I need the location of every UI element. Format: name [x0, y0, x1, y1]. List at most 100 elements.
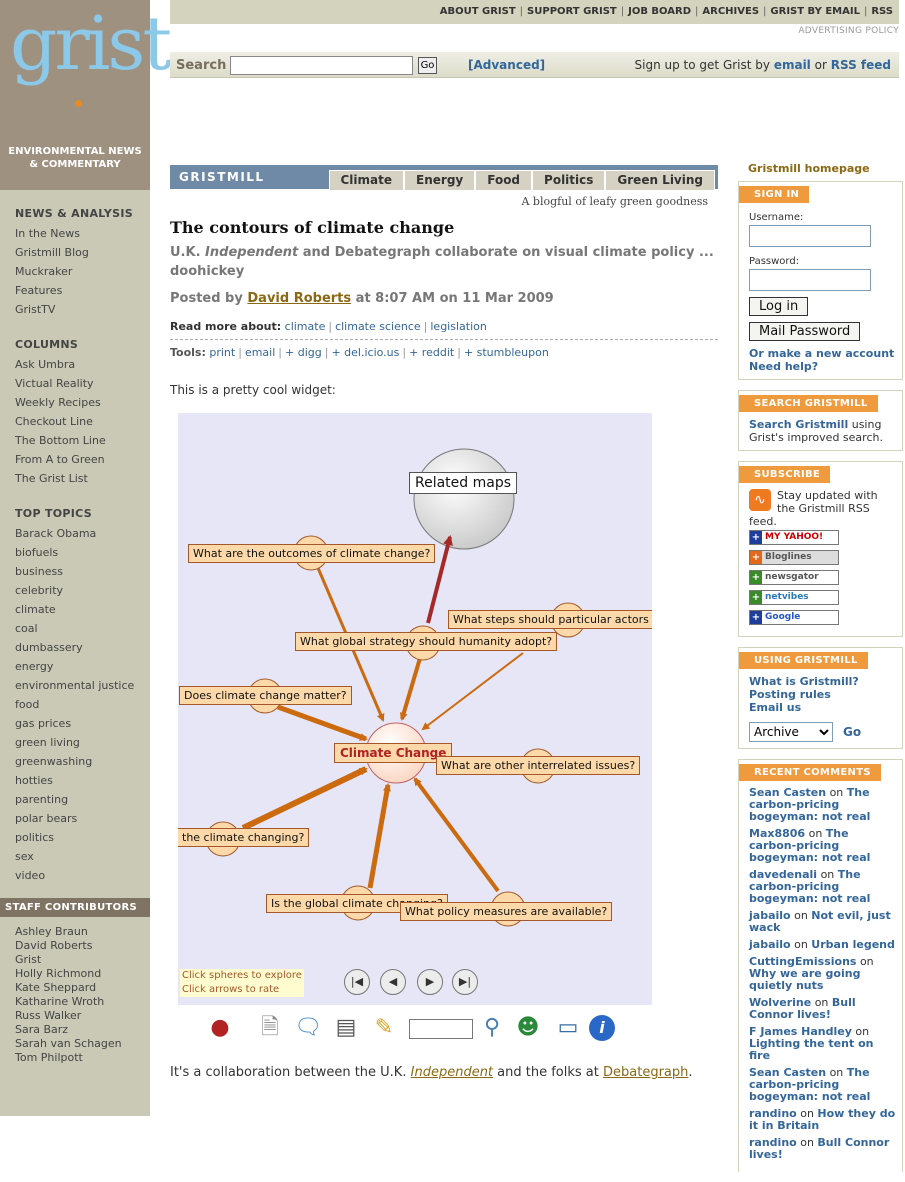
comment-author-link[interactable]: jabailo [749, 909, 791, 922]
nav-support[interactable]: SUPPORT GRIST [527, 6, 617, 17]
topic-link-climate-science[interactable]: climate science [335, 320, 421, 333]
comment-author-link[interactable]: Max8806 [749, 827, 806, 840]
comment-post-link[interactable]: Bull Connor lives! [749, 996, 856, 1021]
comment-post-link[interactable]: The carbon-pricing bogeyman: not real [749, 1066, 871, 1103]
sidebar-item-topic[interactable]: energy [15, 660, 54, 673]
sidebar-item-topic[interactable]: climate [15, 603, 56, 616]
sidebar-item-topic[interactable]: video [15, 869, 46, 882]
sidebar-item-staff[interactable]: Russ Walker [15, 1009, 82, 1022]
advanced-search-link[interactable]: [Advanced] [468, 58, 546, 72]
sidebar-item-column[interactable]: Weekly Recipes [15, 396, 101, 409]
sidebar-item-topic[interactable]: parenting [15, 793, 69, 806]
sidebar-item-staff[interactable]: Holly Richmond [15, 967, 102, 980]
comment-bubble-icon[interactable]: 🗨 [294, 1015, 322, 1040]
magnifier-icon[interactable]: ⚲ [483, 1015, 501, 1040]
sidebar-item-topic[interactable]: green living [15, 736, 80, 749]
sidebar-item-column[interactable]: Ask Umbra [15, 358, 76, 371]
arrow-policy[interactable] [413, 777, 500, 893]
sidebar-item-topic[interactable]: environmental justice [15, 679, 135, 692]
node-strategy[interactable]: What global strategy should humanity ado… [295, 632, 558, 651]
sidebar-item-staff[interactable]: David Roberts [15, 939, 93, 952]
rss-icon[interactable]: ∿ [749, 489, 771, 511]
help-link[interactable]: Need help? [749, 360, 819, 373]
nav-about[interactable]: ABOUT GRIST [439, 6, 516, 17]
nav-archives[interactable]: ARCHIVES [702, 6, 760, 17]
related-maps-label[interactable]: Related maps [409, 472, 518, 494]
tool-delicious[interactable]: + del.icio.us [331, 346, 400, 359]
debate-map-widget[interactable]: Related maps What are the outcomes of cl… [178, 413, 652, 1005]
node-policy[interactable]: What policy measures are available? [400, 902, 613, 921]
archive-select[interactable]: Archive [749, 722, 833, 742]
arrow-changing[interactable] [241, 766, 368, 831]
search-go-button[interactable]: Go [418, 57, 437, 74]
debategraph-link[interactable]: Debategraph [603, 1065, 689, 1080]
tab-climate[interactable]: Climate [328, 170, 405, 190]
sidebar-item-staff[interactable]: Sarah van Schagen [15, 1037, 122, 1050]
related-maps-sphere[interactable] [413, 448, 515, 550]
add-idea-heads-icon[interactable]: ● [210, 1015, 230, 1040]
nav-job-board[interactable]: JOB BOARD [628, 6, 692, 17]
new-account-link[interactable]: Or make a new account [749, 347, 895, 360]
sidebar-item-staff[interactable]: Kate Sheppard [15, 981, 97, 994]
tool-reddit[interactable]: + reddit [409, 346, 455, 359]
sidebar-item-topic[interactable]: politics [15, 831, 54, 844]
comment-post-link[interactable]: Not evil, just wack [749, 909, 891, 934]
nav-last-button[interactable]: ▶| [452, 969, 478, 995]
monitor-icon[interactable]: ▭ [557, 1015, 579, 1040]
tool-stumbleupon[interactable]: + stumbleupon [463, 346, 549, 359]
tab-politics[interactable]: Politics [532, 170, 606, 190]
node-changing[interactable]: the climate changing? [178, 828, 310, 847]
comment-author-link[interactable]: CuttingEmissions [749, 955, 857, 968]
sidebar-item-news[interactable]: Gristmill Blog [15, 246, 89, 259]
comment-post-link[interactable]: The carbon-pricing bogeyman: not real [749, 786, 871, 823]
tool-email[interactable]: email [244, 346, 276, 359]
comment-post-link[interactable]: The carbon-pricing bogeyman: not real [749, 827, 871, 864]
tab-energy[interactable]: Energy [404, 170, 476, 190]
mail-password-button[interactable]: Mail Password [749, 322, 861, 341]
search-gristmill-link[interactable]: Search Gristmill [749, 418, 849, 431]
sidebar-item-column[interactable]: The Bottom Line [15, 434, 106, 447]
node-outcomes[interactable]: What are the outcomes of climate change? [188, 544, 436, 563]
sidebar-item-topic[interactable]: dumbassery [15, 641, 83, 654]
pencil-note-icon[interactable]: ✎ [374, 1015, 394, 1040]
password-input[interactable] [749, 269, 871, 291]
sidebar-item-staff[interactable]: Ashley Braun [15, 925, 88, 938]
tool-print[interactable]: print [209, 346, 236, 359]
sidebar-item-topic[interactable]: coal [15, 622, 38, 635]
comment-author-link[interactable]: F James Handley [749, 1025, 852, 1038]
sidebar-item-column[interactable]: The Grist List [15, 472, 88, 485]
sidebar-item-column[interactable]: Checkout Line [15, 415, 93, 428]
sidebar-item-staff[interactable]: Grist [15, 953, 42, 966]
feed-google[interactable]: +Google [749, 610, 839, 625]
feed-netvibes[interactable]: +netvibes [749, 590, 839, 605]
info-icon[interactable]: i [589, 1015, 615, 1041]
comment-post-link[interactable]: The carbon-pricing bogeyman: not real [749, 868, 871, 905]
sidebar-item-topic[interactable]: greenwashing [15, 755, 93, 768]
topic-link-climate[interactable]: climate [284, 320, 326, 333]
arrow-global[interactable] [367, 783, 391, 889]
nav-next-button[interactable]: ▶ [417, 969, 443, 995]
login-button[interactable]: Log in [749, 297, 809, 316]
users-icon[interactable]: ☻ [516, 1015, 540, 1040]
arrow-steps[interactable] [421, 652, 524, 731]
sidebar-item-topic[interactable]: gas prices [15, 717, 72, 730]
sidebar-item-news[interactable]: GristTV [15, 303, 56, 316]
feed-bloglines[interactable]: +Bloglines [749, 550, 839, 565]
related-arrow[interactable] [426, 535, 453, 624]
sidebar-item-news[interactable]: In the News [15, 227, 80, 240]
comment-post-link[interactable]: Why we are going quietly nuts [749, 967, 861, 992]
sidebar-item-topic[interactable]: food [15, 698, 40, 711]
sidebar-item-staff[interactable]: Katharine Wroth [15, 995, 105, 1008]
arrow-matter[interactable] [277, 704, 368, 742]
sidebar-item-topic[interactable]: polar bears [15, 812, 78, 825]
sidebar-item-news[interactable]: Muckraker [15, 265, 73, 278]
advertising-policy-link[interactable]: ADVERTISING POLICY [798, 26, 899, 36]
comment-author-link[interactable]: Wolverine [749, 996, 812, 1009]
comment-author-link[interactable]: Sean Casten [749, 786, 827, 799]
posting-rules-link[interactable]: Posting rules [749, 688, 831, 701]
comment-post-link[interactable]: Lighting the tent on fire [749, 1037, 874, 1062]
sidebar-item-topic[interactable]: business [15, 565, 63, 578]
comment-post-link[interactable]: Urban legend [811, 938, 895, 951]
sidebar-item-topic[interactable]: biofuels [15, 546, 59, 559]
username-input[interactable] [749, 225, 871, 247]
